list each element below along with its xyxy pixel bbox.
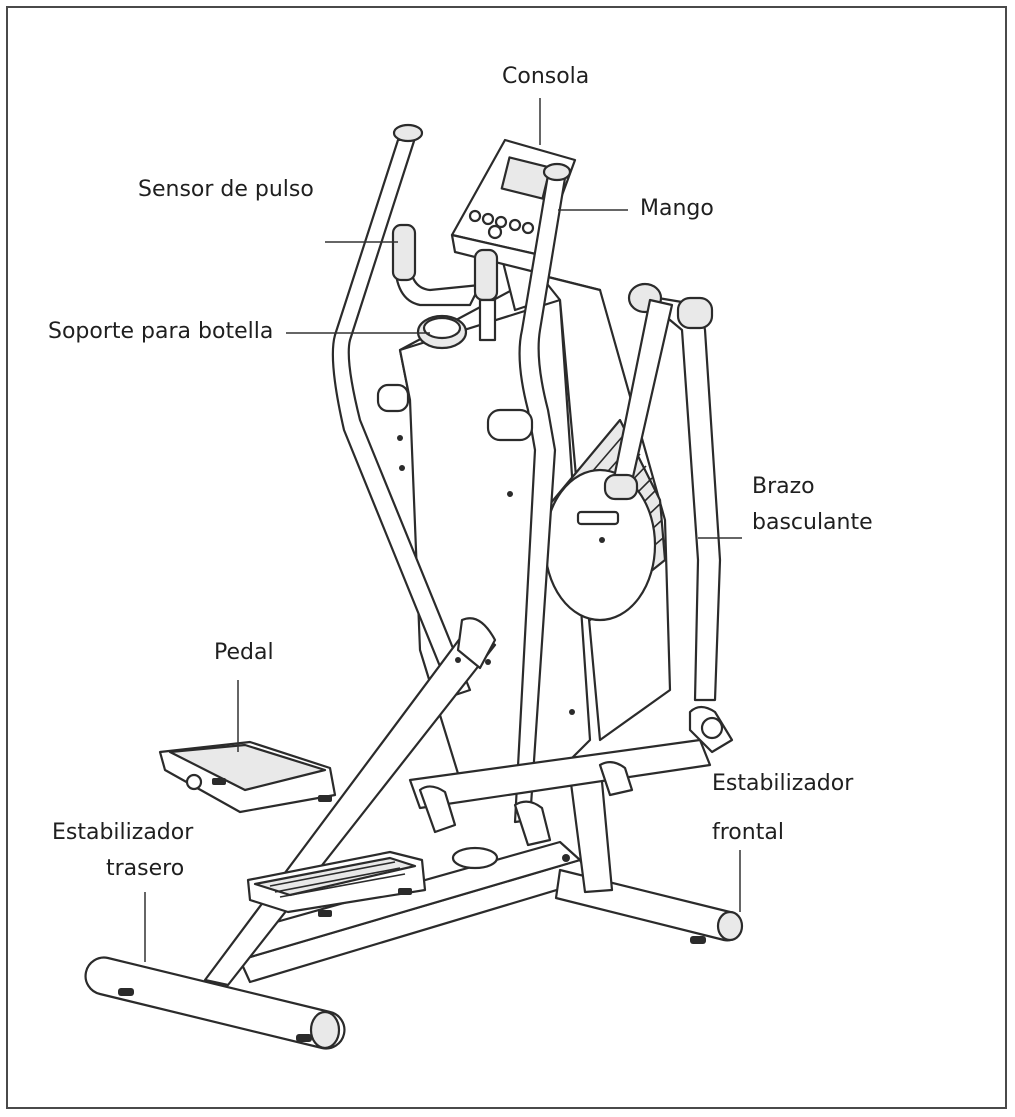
pivot-axle	[376, 383, 534, 497]
label-estabilizador-frontal-line2: frontal	[712, 820, 784, 845]
label-estabilizador-trasero-line1: Estabilizador	[52, 820, 194, 845]
label-mango: Mango	[640, 196, 714, 221]
label-pedal: Pedal	[214, 640, 274, 665]
label-consola: Consola	[502, 64, 590, 89]
right-pedal-arm	[158, 705, 734, 870]
leader-lines	[144, 98, 742, 962]
rear-stabilizer	[84, 956, 346, 1050]
label-brazo-line1: Brazo	[752, 474, 815, 499]
fixed-handlebar	[391, 223, 499, 342]
label-estabilizador-frontal-line1: Estabilizador	[712, 771, 854, 796]
left-moving-handle	[331, 123, 472, 698]
label-estabilizador-trasero-line2: trasero	[106, 856, 185, 881]
swing-arm	[603, 282, 722, 702]
label-soporte-para-botella: Soporte para botella	[48, 319, 274, 344]
label-brazo-line2: basculante	[752, 510, 873, 535]
label-sensor-de-pulso: Sensor de pulso	[138, 177, 314, 202]
left-pedal-arm	[203, 617, 497, 987]
